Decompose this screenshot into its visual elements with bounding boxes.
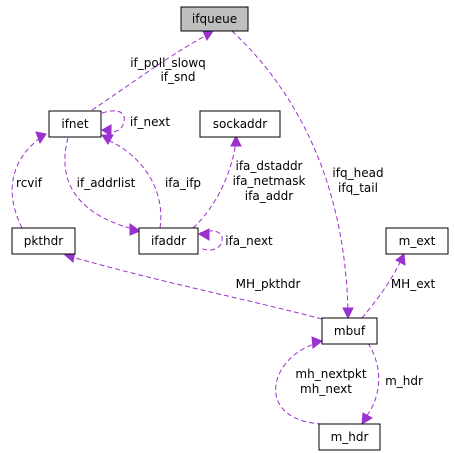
node-ifnet-box: [48, 110, 102, 138]
node-pkthdr-label: pkthdr: [24, 234, 63, 248]
edge-mhdr-to-mbuf: [275, 343, 323, 425]
edge-label-ifa-dstaddr: ifa_dstaddr: [235, 159, 302, 173]
edge-label-if-poll-slowq: if_poll_slowq: [130, 56, 206, 70]
node-mbuf-label: mbuf: [334, 324, 366, 338]
node-mbuf[interactable]: mbuf: [321, 317, 378, 345]
edge-ifnet-to-ifaddr: [64, 137, 134, 230]
arrowhead-ifnet-from-ifaddr: [101, 134, 114, 145]
edge-label-ifq-tail: ifq_tail: [338, 181, 378, 195]
edge-label-ifa-netmask: ifa_netmask: [233, 174, 306, 188]
node-sockaddr-box: [199, 110, 281, 138]
node-mbuf-box: [321, 317, 378, 345]
node-ifaddr-box: [138, 227, 199, 255]
arrowhead-mhdr-from-mbuf: [361, 412, 373, 425]
edge-label-if-next: if_next: [130, 115, 170, 129]
node-m-hdr-box: [318, 423, 381, 451]
arrowhead-ifqueue-from-ifnet: [202, 30, 214, 42]
arrowhead-ifnet-self: [101, 124, 112, 137]
edge-pkthdr-to-ifnet: [11, 137, 41, 229]
edge-label-ifa-addr: ifa_addr: [245, 189, 294, 203]
node-ifqueue[interactable]: ifqueue: [180, 6, 249, 32]
node-m-hdr[interactable]: m_hdr: [318, 423, 381, 451]
arrowhead-ifaddr-from-ifnet: [129, 223, 142, 236]
edge-label-m-hdr: m_hdr: [385, 374, 423, 388]
node-pkthdr-box: [11, 227, 76, 255]
edge-ifqueue-to-mbuf: [231, 30, 349, 313]
node-ifaddr[interactable]: ifaddr: [138, 227, 199, 255]
node-ifnet-label: ifnet: [61, 117, 89, 131]
node-m-ext-box: [385, 227, 449, 255]
node-m-hdr-label: m_hdr: [331, 430, 369, 444]
edge-mbuf-to-mext: [361, 259, 402, 319]
edge-ifaddr-to-ifnet: [105, 138, 162, 229]
edge-mbuf-to-pkthdr: [71, 256, 323, 320]
node-ifnet[interactable]: ifnet: [48, 110, 102, 138]
node-m-ext[interactable]: m_ext: [385, 227, 449, 255]
edge-label-if-addrlist: if_addrlist: [77, 176, 136, 190]
node-ifqueue-label: ifqueue: [192, 12, 237, 26]
arrowhead-ifnet-from-pkthdr: [35, 131, 47, 145]
node-ifaddr-label: ifaddr: [151, 234, 186, 248]
node-ifqueue-box: [180, 6, 249, 32]
arrowhead-mbuf-from-mhdr: [311, 336, 323, 349]
edge-ifaddr-to-sockaddr: [192, 141, 237, 229]
edge-label-mh-nextpkt: mh_nextpkt: [295, 367, 366, 381]
node-sockaddr-label: sockaddr: [213, 117, 268, 131]
edge-label-rcvif: rcvif: [16, 176, 43, 190]
node-pkthdr[interactable]: pkthdr: [11, 227, 76, 255]
node-sockaddr[interactable]: sockaddr: [199, 110, 281, 138]
edge-label-ifa-next: ifa_next: [225, 234, 273, 248]
edge-ifnet-to-ifqueue: [91, 35, 206, 111]
arrowhead-sockaddr-from-ifaddr: [230, 134, 242, 147]
node-m-ext-label: m_ext: [399, 234, 436, 248]
arrowhead-mext-from-mbuf: [395, 253, 406, 266]
arrowhead-mbuf-from-ifqueue: [342, 307, 354, 320]
arrowhead-ifaddr-self: [197, 228, 210, 241]
edge-label-ifa-ifp: ifa_ifp: [165, 176, 201, 190]
edge-label-mh-ext: MH_ext: [391, 277, 436, 291]
edge-label-if-snd: if_snd: [160, 70, 195, 84]
edge-label-mh-pkthdr: MH_pkthdr: [236, 277, 301, 291]
edge-label-mh-next: mh_next: [300, 382, 352, 396]
edge-mbuf-to-mhdr: [364, 342, 380, 419]
edge-label-ifq-head: ifq_head: [332, 166, 383, 180]
edge-ifaddr-self-loop: [199, 230, 223, 251]
